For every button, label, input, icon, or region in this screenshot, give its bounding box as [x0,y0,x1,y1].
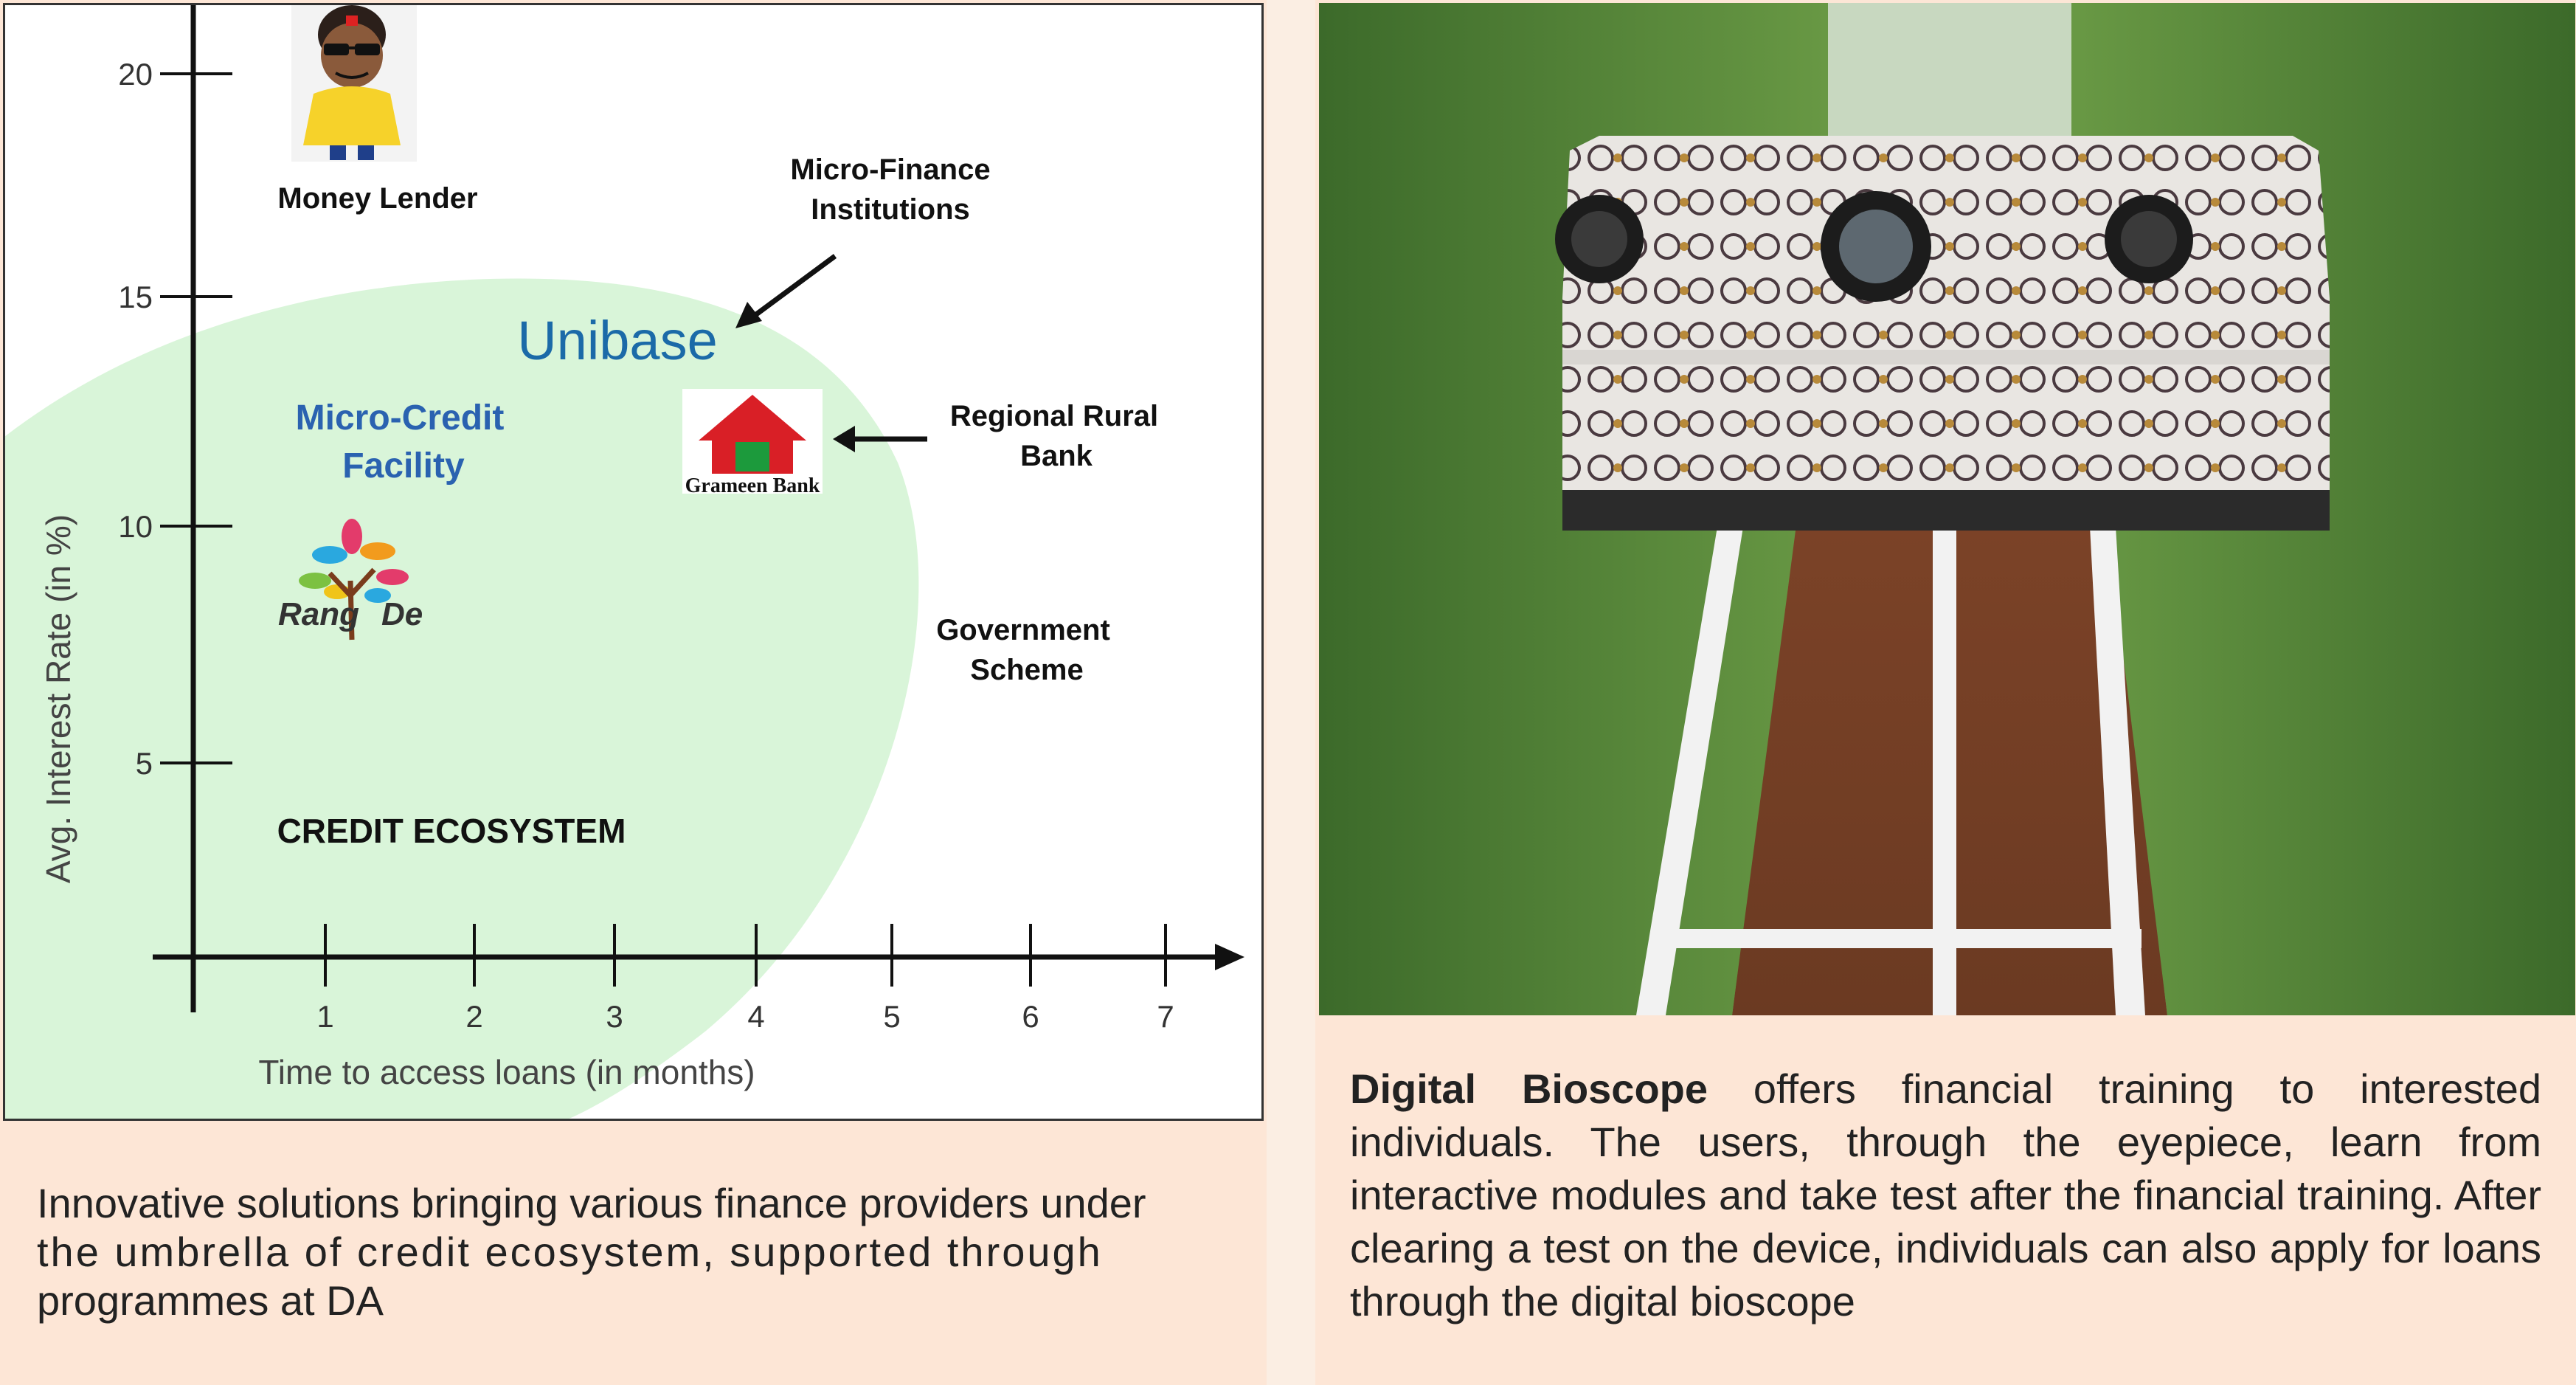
x-tick-label: 7 [1157,999,1174,1034]
credit-ecosystem-label: CREDIT ECOSYSTEM [277,812,626,850]
rang-de-label-part1: Rang [278,596,359,632]
credit-ecosystem-diagram: 20 15 10 5 1 2 3 4 5 6 7 Time to access … [3,3,1264,1121]
grameen-bank-logo: Grameen Bank [682,389,823,497]
right-caption: Digital Bioscope offers financial traini… [1350,1063,2541,1328]
rrb-label-line2: Bank [1020,440,1093,472]
money-lender-cartoon-icon [291,5,417,162]
bioscope-stand [1636,527,2145,1015]
govt-scheme-label-line2: Scheme [970,654,1083,686]
govt-scheme-label-line1: Government [936,614,1110,646]
diagram-svg: 20 15 10 5 1 2 3 4 5 6 7 Time to access … [5,5,1244,1119]
right-caption-body: offers financial training to interested … [1350,1065,2541,1324]
x-tick-label: 3 [606,999,623,1034]
left-caption: Innovative solutions bringing various fi… [37,1179,1228,1325]
x-tick-label: 2 [465,999,482,1034]
y-tick-label: 10 [118,509,153,544]
x-axis-arrow-icon [1215,944,1244,970]
y-tick-label: 15 [118,280,153,314]
rrb-label-line1: Regional Rural [950,400,1158,432]
photo-svg [1319,3,2575,1015]
x-tick-label: 4 [747,999,764,1034]
micro-credit-label-line2: Facility [342,446,465,486]
distant-background [1828,3,2071,143]
mfi-arrow-icon [735,254,837,328]
mfi-label-line1: Micro-Finance [790,153,990,186]
rrb-arrow-icon [833,426,927,452]
x-ticks [324,924,1167,987]
x-axis-label: Time to access loans (in months) [258,1053,755,1091]
y-tick-label: 5 [136,746,153,781]
left-caption-line3: programmes at DA [37,1277,384,1324]
mfi-label-line2: Institutions [811,193,970,226]
rang-de-label-part2: De [381,596,423,632]
digital-bioscope-photo [1319,3,2575,1015]
left-caption-line2: the umbrella of credit ecosystem, suppor… [37,1229,1103,1275]
x-tick-label: 6 [1022,999,1039,1034]
x-tick-label: 1 [316,999,333,1034]
right-caption-lead: Digital Bioscope [1350,1065,1708,1112]
rang-de-tree-icon [299,519,409,640]
micro-credit-label-line1: Micro-Credit [296,398,505,438]
x-tick-label: 5 [883,999,900,1034]
y-axis-label: Avg. Interest Rate (in %) [39,514,77,883]
y-tick-label: 20 [118,57,153,91]
money-lender-label: Money Lender [277,182,477,215]
unibase-logo: Unibase [517,310,718,371]
y-ticks [160,72,232,764]
left-caption-line1: Innovative solutions bringing various fi… [37,1180,1146,1226]
grameen-bank-label: Grameen Bank [685,474,820,497]
bioscope-device [1555,136,2330,531]
